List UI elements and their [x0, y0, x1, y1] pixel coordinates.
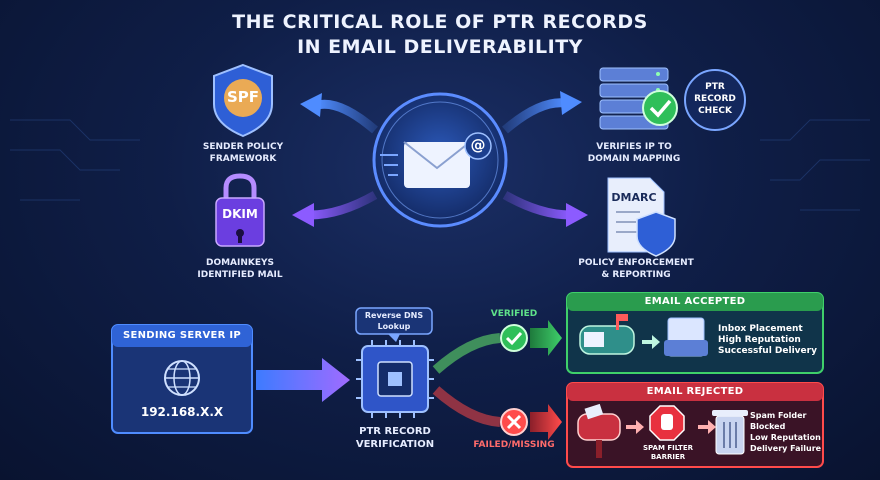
accepted-item-delivery: Successful Delivery: [718, 346, 817, 356]
accepted-item-inbox: Inbox Placement: [718, 324, 803, 334]
dkim-label-line-2: IDENTIFIED MAIL: [197, 270, 283, 280]
ptr-verification-line-2: VERIFICATION: [355, 439, 435, 450]
reverse-dns-line-1: Reverse DNS: [364, 311, 424, 320]
spf-label: SENDER POLICY FRAMEWORK: [188, 141, 298, 165]
accepted-item-reputation: High Reputation: [718, 335, 801, 345]
ptr-check-label: PTR RECORD CHECK: [688, 81, 742, 117]
dmarc-label: POLICY ENFORCEMENT & REPORTING: [566, 257, 706, 281]
title-line-2: IN EMAIL DELIVERABILITY: [297, 36, 583, 58]
dkim-label-line-1: DOMAINKEYS: [205, 258, 275, 268]
ptr-verification-label: PTR RECORD VERIFICATION: [340, 425, 450, 451]
server-ip-value: 192.168.X.X: [140, 405, 224, 419]
spf-label-line-2: FRAMEWORK: [209, 154, 277, 164]
rejected-arrow: [530, 404, 562, 440]
ptr-label-line-2: DOMAIN MAPPING: [587, 154, 681, 164]
failed-path: [432, 386, 501, 427]
arrow-to-dmarc: [502, 191, 571, 220]
verified-check-circle: [500, 324, 528, 352]
arrow-to-spf: [317, 99, 378, 134]
dkim-badge-label: DKIM: [222, 207, 258, 221]
spam-filter-label: SPAM FILTER BARRIER: [632, 444, 704, 462]
at-sign-glyph: @: [470, 136, 486, 154]
arrow-to-dkim: [309, 191, 378, 220]
inbox-tray-icon: [664, 317, 708, 357]
email-rejected-title: EMAIL REJECTED: [646, 386, 744, 397]
stop-hand-icon: [649, 405, 685, 441]
processor-chip-icon: [356, 340, 434, 418]
dmarc-badge-label: DMARC: [611, 191, 657, 204]
sending-server-title: SENDING SERVER IP: [122, 330, 242, 341]
accepted-items: Inbox Placement High Reputation Successf…: [718, 324, 820, 357]
accepted-arrow: [530, 320, 562, 356]
globe-icon: [164, 360, 200, 396]
verified-check-icon: [642, 90, 678, 126]
spam-filter-line-1: SPAM FILTER: [643, 444, 693, 452]
rejected-item-spam: Spam Folder: [750, 411, 807, 420]
ptr-check-line-2: RECORD: [694, 94, 736, 104]
envelope-icon: [380, 141, 471, 188]
verified-label: VERIFIED: [490, 309, 538, 319]
ptr-check-line-1: PTR: [705, 82, 725, 92]
red-mailbox-icon: [577, 403, 621, 458]
dmarc-label-line-1: POLICY ENFORCEMENT: [578, 258, 694, 268]
sending-server-header: [112, 325, 252, 347]
at-sign-icon: [464, 132, 492, 160]
ptr-mapping-label: VERIFIES IP TO DOMAIN MAPPING: [574, 141, 694, 165]
rejected-item-reputation: Low Reputation: [750, 433, 821, 442]
ptr-check-line-3: CHECK: [698, 106, 732, 116]
dkim-label: DOMAINKEYS IDENTIFIED MAIL: [180, 257, 300, 281]
spf-badge-label: SPF: [226, 88, 260, 106]
dkim-lock-icon: [215, 173, 265, 247]
dmarc-label-line-2: & REPORTING: [601, 270, 671, 280]
reverse-dns-label: Reverse DNS Lookup: [356, 310, 432, 332]
email-accepted-title: EMAIL ACCEPTED: [644, 296, 746, 307]
arrow-to-ptr-check: [502, 98, 566, 134]
flow-arrow-to-verification: [256, 358, 350, 402]
rejected-items: Spam Folder Blocked Low Reputation Deliv…: [750, 410, 822, 454]
spf-label-line-1: SENDER POLICY: [202, 142, 284, 152]
ptr-label-line-1: VERIFIES IP TO: [596, 142, 672, 152]
ptr-check-badge: [684, 69, 746, 131]
verified-path: [432, 333, 501, 374]
mailbox-icon: [579, 314, 635, 355]
reverse-dns-line-2: Lookup: [377, 322, 411, 331]
rejected-item-failure: Delivery Failure: [750, 444, 822, 453]
spam-filter-line-2: BARRIER: [650, 453, 686, 461]
failed-label: FAILED/MISSING: [473, 440, 555, 450]
page-title: THE CRITICAL ROLE OF PTR RECORDS IN EMAI…: [0, 10, 880, 60]
dmarc-shield-icon: [636, 211, 676, 257]
ptr-verification-line-1: PTR RECORD: [359, 426, 431, 437]
spf-shield-icon: [213, 63, 273, 138]
trash-can-icon: [712, 410, 748, 455]
rejected-item-blocked: Blocked: [750, 422, 786, 431]
title-line-1: THE CRITICAL ROLE OF PTR RECORDS: [232, 11, 648, 33]
circuit-decoration: [10, 119, 870, 211]
